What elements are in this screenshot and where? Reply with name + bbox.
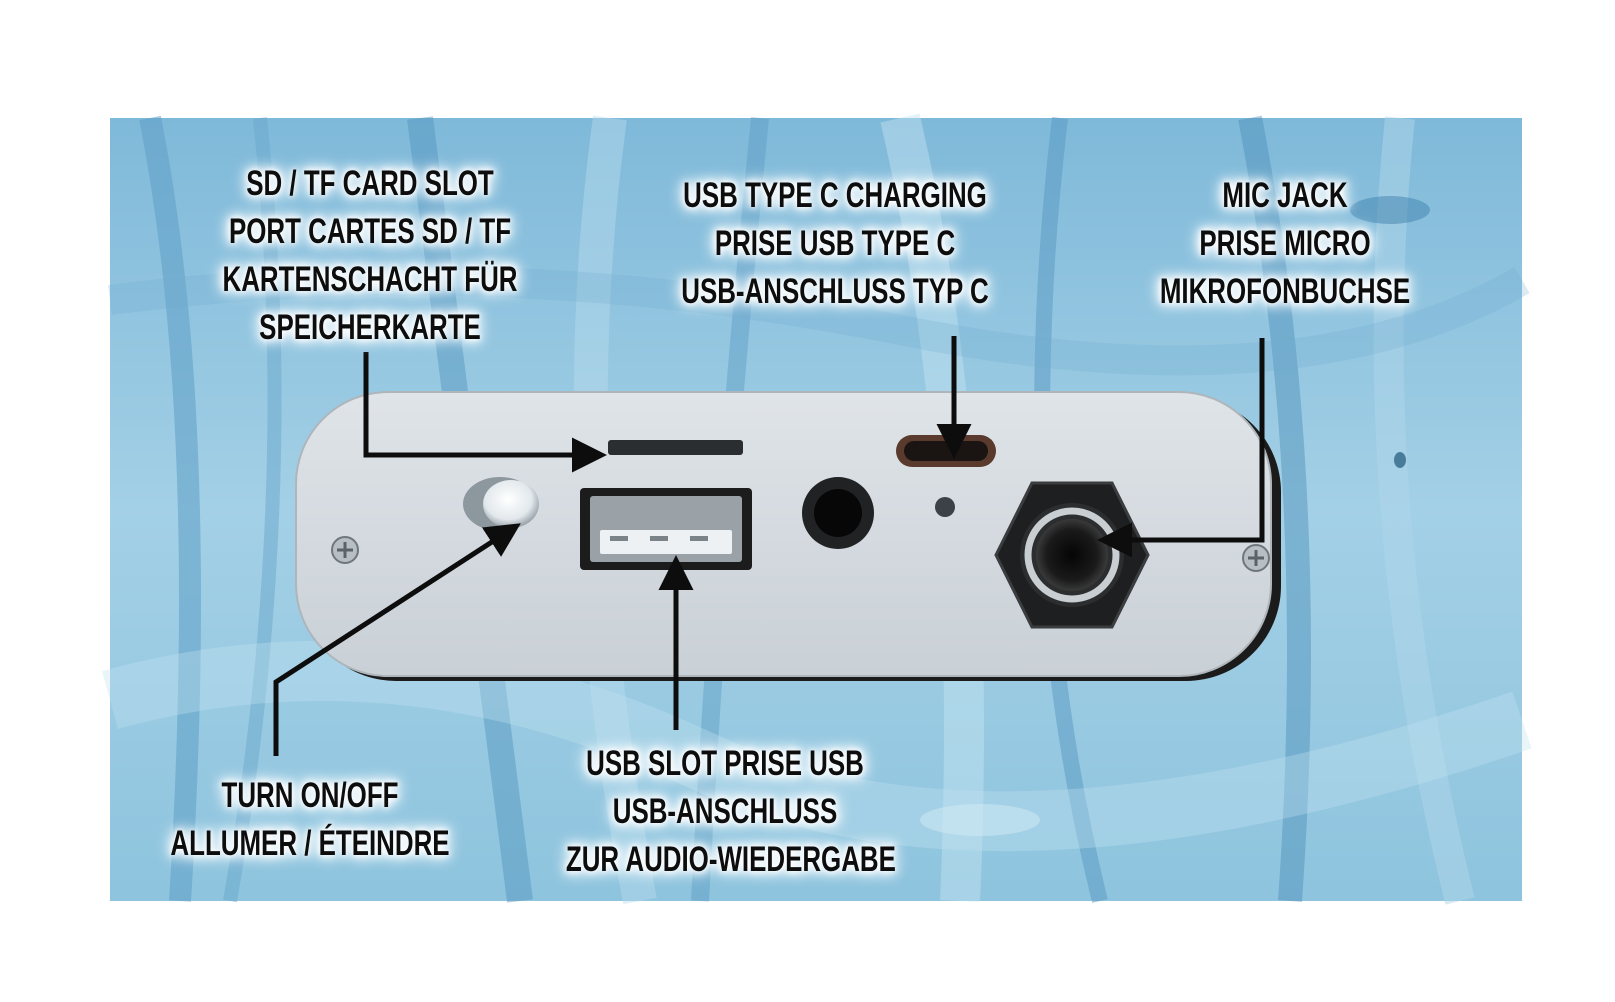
label-power: TURN ON/OFF ALLUMER / ÉTEINDRE: [169, 772, 450, 868]
usb-c-port[interactable]: [896, 435, 996, 467]
label-usb-c: USB TYPE C CHARGING PRISE USB TYPE C USB…: [676, 172, 994, 316]
right-screw-icon: [1242, 544, 1270, 572]
label-usb-c-line3: USB-ANSCHLUSS TYP C: [681, 272, 989, 311]
label-mic-jack-line2: PRISE MICRO: [1199, 224, 1371, 263]
pointer-arrows: [273, 336, 1265, 756]
label-sd-slot-line2: PORT CARTES SD / TF: [228, 212, 512, 251]
power-button[interactable]: [463, 477, 539, 531]
label-usb-slot-line1: USB SLOT PRISE USB: [586, 744, 864, 783]
label-usb-slot: USB SLOT PRISE USB USB-ANSCHLUSS ZUR AUD…: [565, 740, 896, 884]
label-mic-jack-line3: MIKROFONBUCHSE: [1159, 272, 1411, 311]
label-mic-jack-line1: MIC JACK: [1222, 176, 1348, 215]
label-sd-slot-line4: SPEICHERKARTE: [259, 308, 481, 347]
sd-card-slot[interactable]: [608, 440, 743, 455]
usb-a-slot[interactable]: [580, 488, 752, 570]
aux-jack[interactable]: [802, 477, 874, 549]
label-usb-slot-line2: USB-ANSCHLUSS: [612, 792, 838, 831]
label-usb-c-line1: USB TYPE C CHARGING: [683, 176, 987, 215]
label-power-line1: TURN ON/OFF: [221, 776, 399, 815]
label-power-line2: ALLUMER / ÉTEINDRE: [170, 824, 450, 863]
status-led: [935, 497, 955, 517]
label-sd-slot-line1: SD / TF CARD SLOT: [246, 164, 494, 203]
label-usb-slot-line3: ZUR AUDIO-WIEDERGABE: [565, 840, 896, 879]
label-sd-slot: SD / TF CARD SLOT PORT CARTES SD / TF KA…: [215, 160, 526, 352]
label-sd-slot-line3: KARTENSCHACHT FÜR: [222, 260, 518, 299]
arrow-sd-slot: [363, 352, 607, 473]
left-screw-icon: [331, 536, 359, 564]
reed-background: [102, 113, 1532, 905]
arrow-mic-jack: [1097, 338, 1265, 558]
arrow-power: [273, 523, 521, 756]
label-mic-jack: MIC JACK PRISE MICRO MIKROFONBUCHSE: [1156, 172, 1415, 316]
label-usb-c-line2: PRISE USB TYPE C: [714, 224, 956, 263]
